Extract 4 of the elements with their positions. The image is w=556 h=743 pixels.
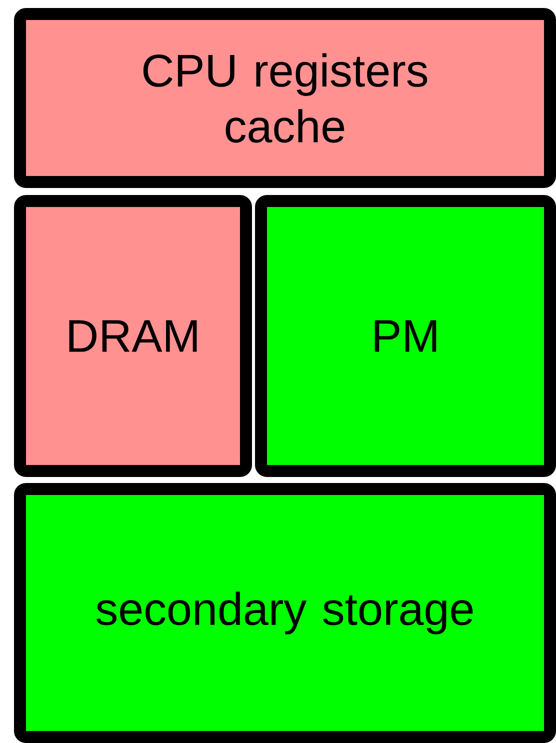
memory-box: DRAM [14, 195, 252, 477]
memory-box: CPU registers cache [14, 8, 556, 188]
memory-box: secondary storage [14, 483, 556, 743]
memory-box: PM [255, 195, 556, 477]
